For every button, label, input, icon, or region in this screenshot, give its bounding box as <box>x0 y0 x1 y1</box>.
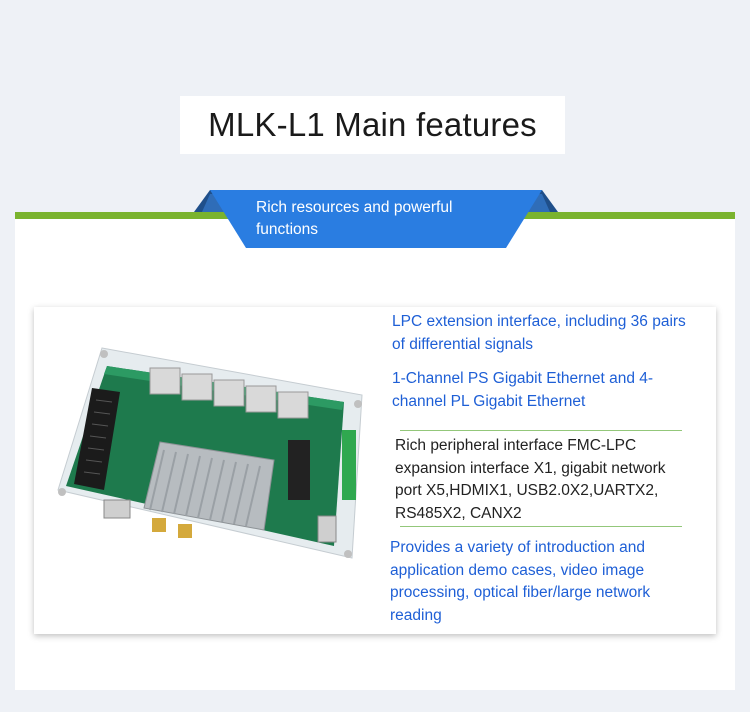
usb-port-1 <box>152 518 166 532</box>
feature-lpc: LPC extension interface, including 36 pa… <box>392 313 686 353</box>
usb-port-2 <box>178 524 192 538</box>
connector-pins <box>83 399 113 475</box>
terminal-block <box>342 430 356 500</box>
heatsink <box>143 441 275 531</box>
banner-face <box>210 190 542 248</box>
divider-top <box>400 430 682 431</box>
heatsink-fins <box>149 449 261 527</box>
divider-bottom <box>400 526 682 527</box>
feature-demo: Provides a variety of introduction and a… <box>390 539 651 624</box>
sfp-port <box>317 515 337 543</box>
title-box: MLK-L1 Main features <box>180 96 565 154</box>
hdmi-port <box>103 499 131 519</box>
standoffs <box>58 350 362 558</box>
feature-ethernet: 1-Channel PS Gigabit Ethernet and 4-chan… <box>392 370 654 410</box>
banner-shape <box>194 190 558 248</box>
circuit-board-image <box>57 347 363 559</box>
page-title: MLK-L1 Main features <box>208 106 537 143</box>
feature-peripheral: Rich peripheral interface FMC-LPC expans… <box>395 437 666 522</box>
banner-text: Rich resources and powerful functions <box>256 199 453 238</box>
ethernet-ports <box>149 367 309 419</box>
header-pins <box>288 440 310 500</box>
